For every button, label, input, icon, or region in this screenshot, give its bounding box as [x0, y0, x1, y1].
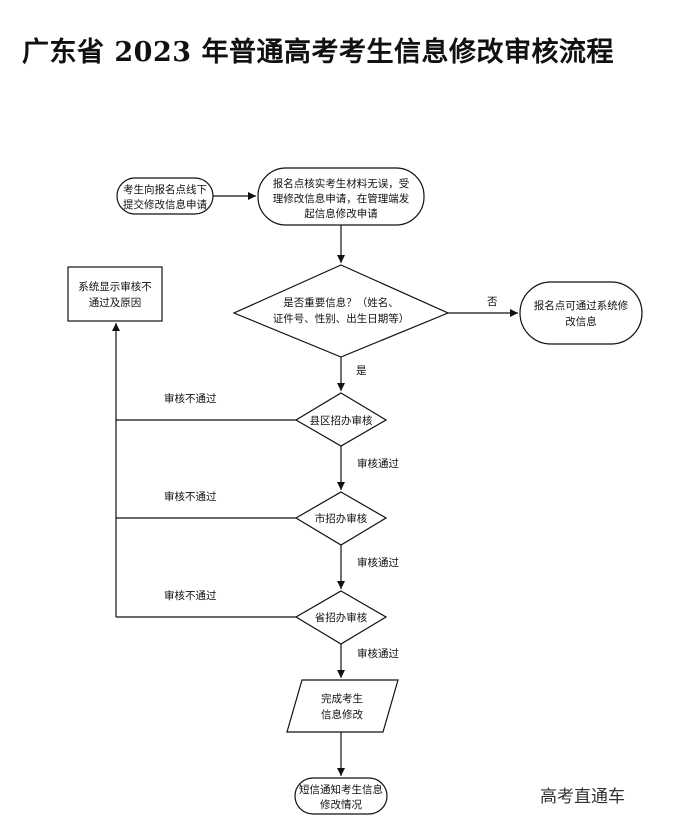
verify-line-3: 起信息修改申请 [304, 207, 378, 220]
edge-label-province-fail: 审核不通过 [164, 589, 217, 602]
start-node: 考生向报名点线下 提交修改信息申请 [116, 177, 214, 215]
verify-line-1: 报名点核实考生材料无误，受 [273, 177, 410, 190]
site-modify-line-2: 改信息 [565, 315, 597, 328]
complete-node: 完成考生 信息修改 [286, 679, 399, 733]
province-review-label: 省招办审核 [315, 611, 368, 624]
start-line-1: 考生向报名点线下 [123, 183, 207, 196]
province-review-node: 省招办审核 [294, 590, 388, 645]
watermark: 高考直通车 [540, 787, 625, 807]
decision-node: 是否重要信息？（姓名、 证件号、性别、出生日期等） [232, 264, 450, 358]
edge-label-yes: 是 [356, 365, 367, 377]
sms-node: 短信通知考生信息 修改情况 [294, 777, 388, 815]
site-modify-line-1: 报名点可通过系统修 [534, 299, 629, 312]
edge-label-city-pass: 审核通过 [357, 556, 399, 569]
reject-display-node: 系统显示审核不 通过及原因 [67, 266, 163, 322]
edge-label-province-pass: 审核通过 [357, 647, 399, 660]
verify-node: 报名点核实考生材料无误，受 理修改信息申请，在管理端发 起信息修改申请 [257, 167, 425, 226]
verify-line-2: 理修改信息申请，在管理端发 [273, 192, 410, 205]
city-review-node: 市招办审核 [294, 491, 388, 546]
complete-line-2: 信息修改 [321, 708, 363, 721]
site-modify-node: 报名点可通过系统修 改信息 [519, 281, 643, 345]
county-review-node: 县区招办审核 [294, 392, 388, 447]
edge-label-no: 否 [487, 296, 498, 308]
complete-line-1: 完成考生 [321, 692, 363, 705]
reject-line-2: 通过及原因 [89, 296, 142, 309]
reject-line-1: 系统显示审核不 [78, 280, 152, 293]
page-title: 广东省 2023 年普通高考考生信息修改审核流程 [22, 37, 614, 68]
county-review-label: 县区招办审核 [310, 414, 373, 427]
edges [112, 192, 518, 776]
edge-label-city-fail: 审核不通过 [164, 490, 217, 503]
city-review-label: 市招办审核 [315, 512, 368, 525]
start-line-2: 提交修改信息申请 [123, 198, 207, 211]
edge-label-county-pass: 审核通过 [357, 457, 399, 470]
decision-line-1: 是否重要信息？（姓名、 [283, 296, 399, 309]
sms-line-2: 修改情况 [320, 798, 362, 811]
sms-line-1: 短信通知考生信息 [299, 783, 383, 796]
edge-label-county-fail: 审核不通过 [164, 392, 217, 405]
decision-line-2: 证件号、性别、出生日期等） [273, 312, 410, 325]
